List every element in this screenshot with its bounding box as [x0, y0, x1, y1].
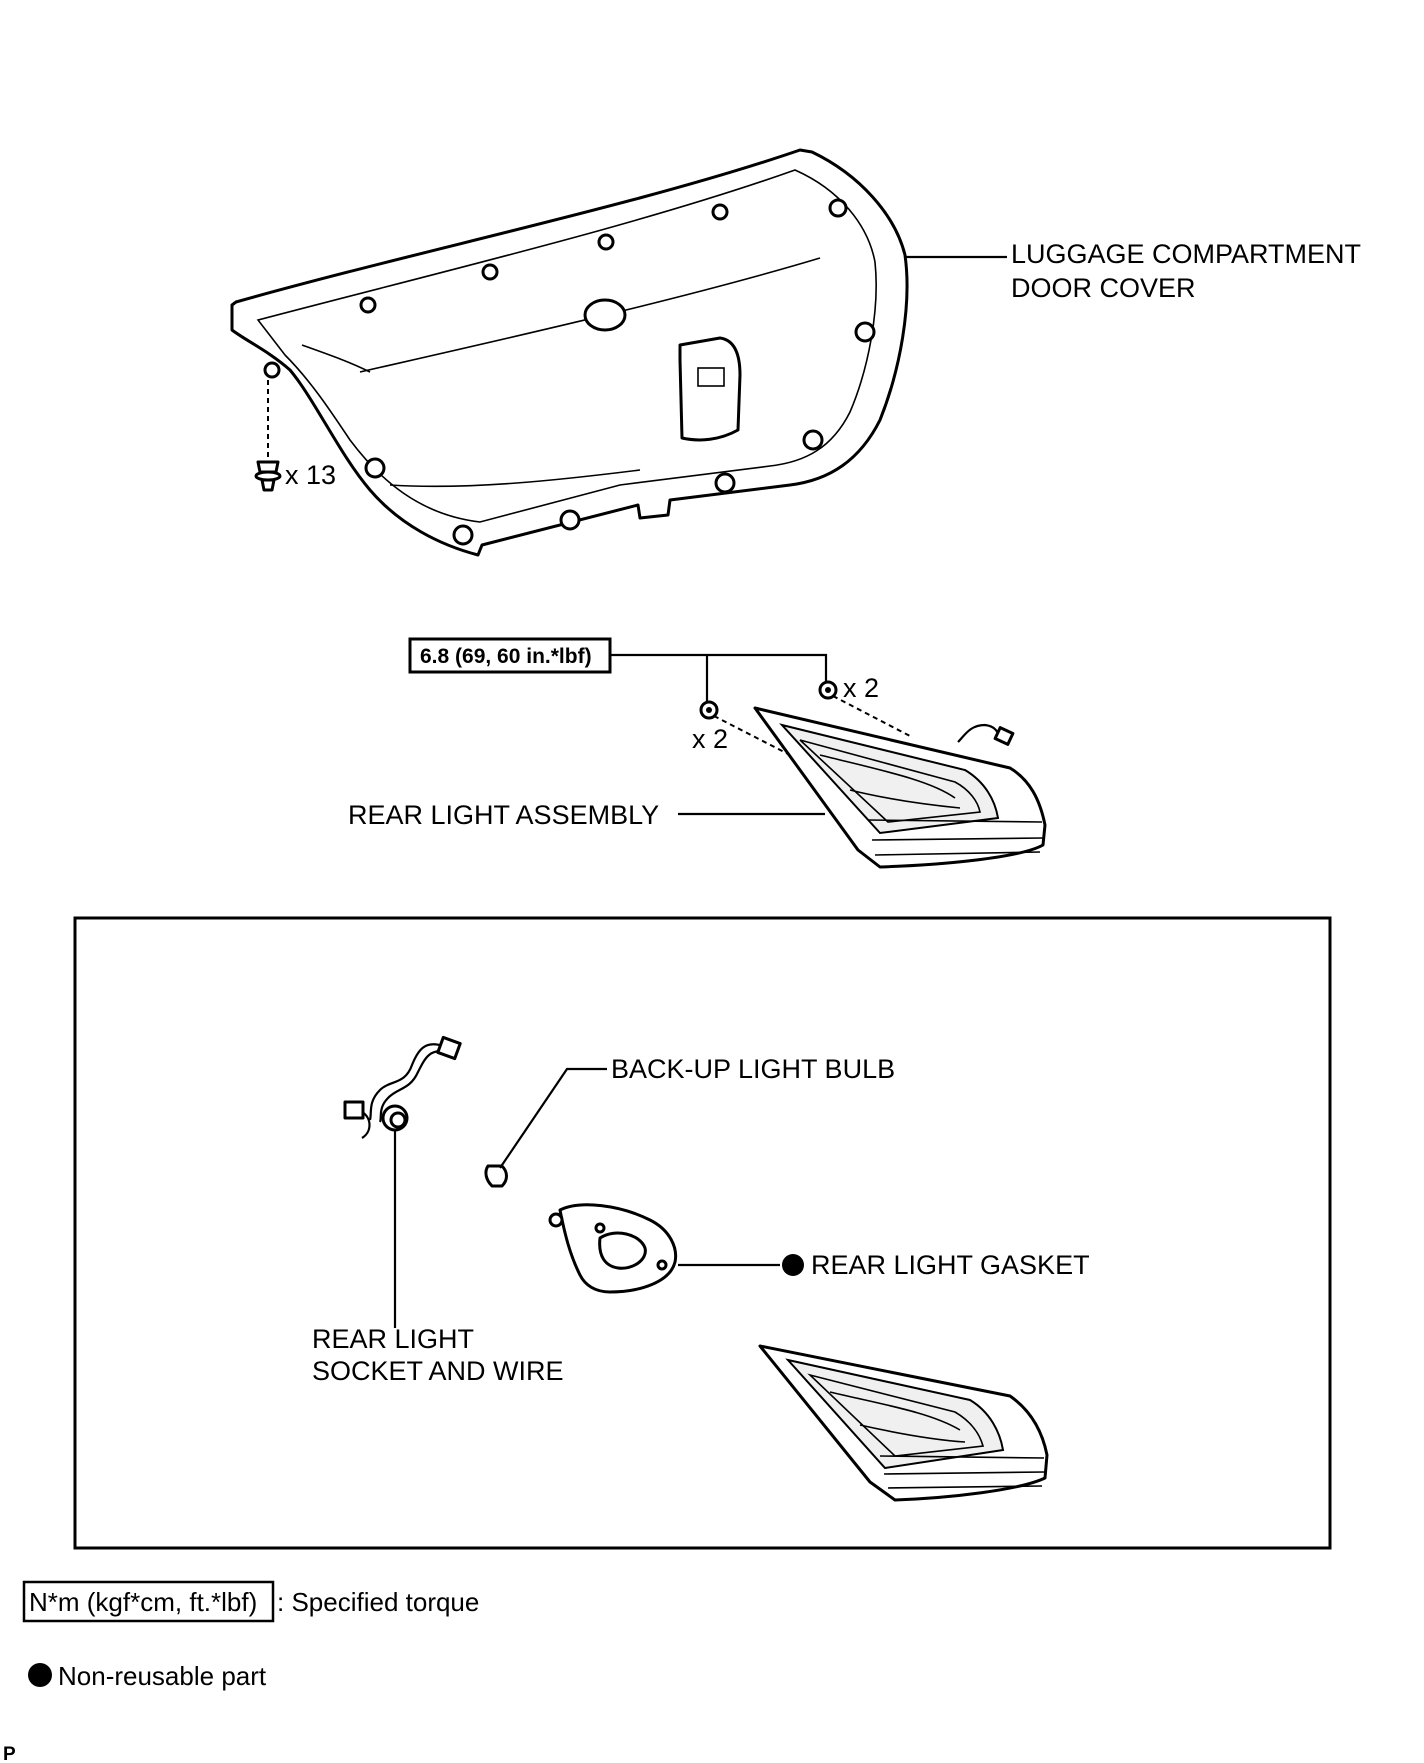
rear-light-nut-right [818, 680, 838, 700]
rear-light-nut-left [699, 700, 719, 720]
rear-light-socket-and-wire [343, 1035, 462, 1328]
legend-nonreusable-dot [28, 1663, 52, 1687]
rear-light-detail [758, 1344, 1049, 1502]
corner-mark: P [3, 1744, 16, 1763]
rear-light-assembly [753, 706, 1047, 869]
legend-torque-box [22, 1580, 275, 1623]
gasket-nonreusable-dot [782, 1254, 804, 1276]
back-up-light-bulb [484, 1164, 508, 1188]
torque-leader-line [610, 653, 828, 682]
torque-spec-value: 6.8 (69, 60 in.*lbf) [420, 645, 592, 668]
back-up-bulb-label: BACK-UP LIGHT BULB [611, 1054, 895, 1084]
luggage-compartment-door-cover [230, 148, 909, 557]
legend-nonreusable-text: Non-reusable part [58, 1661, 267, 1691]
detail-frame [73, 916, 1332, 1550]
clip-count-label: x 13 [285, 460, 336, 490]
door-cover-label-line2: DOOR COVER [1011, 273, 1196, 303]
legend-torque-box-text: N*m (kgf*cm, ft.*lbf) [29, 1587, 257, 1617]
rear-light-gasket-label: REAR LIGHT GASKET [811, 1250, 1090, 1280]
legend-torque-text: : Specified torque [277, 1587, 479, 1617]
door-cover-label-line1: LUGGAGE COMPARTMENT [1011, 239, 1361, 269]
rear-light-assembly-label: REAR LIGHT ASSEMBLY [348, 800, 659, 830]
rear-light-gasket [548, 1203, 678, 1294]
nut-right-dash [832, 695, 911, 737]
bulb-leader-line [499, 1067, 607, 1169]
handle-recess [678, 336, 742, 442]
door-cover-clip [254, 380, 282, 492]
nut-count-right-label: x 2 [843, 673, 879, 703]
nut-count-left-label: x 2 [692, 724, 728, 754]
socket-label-line2: SOCKET AND WIRE [312, 1356, 564, 1386]
socket-label-line1: REAR LIGHT [312, 1324, 474, 1354]
